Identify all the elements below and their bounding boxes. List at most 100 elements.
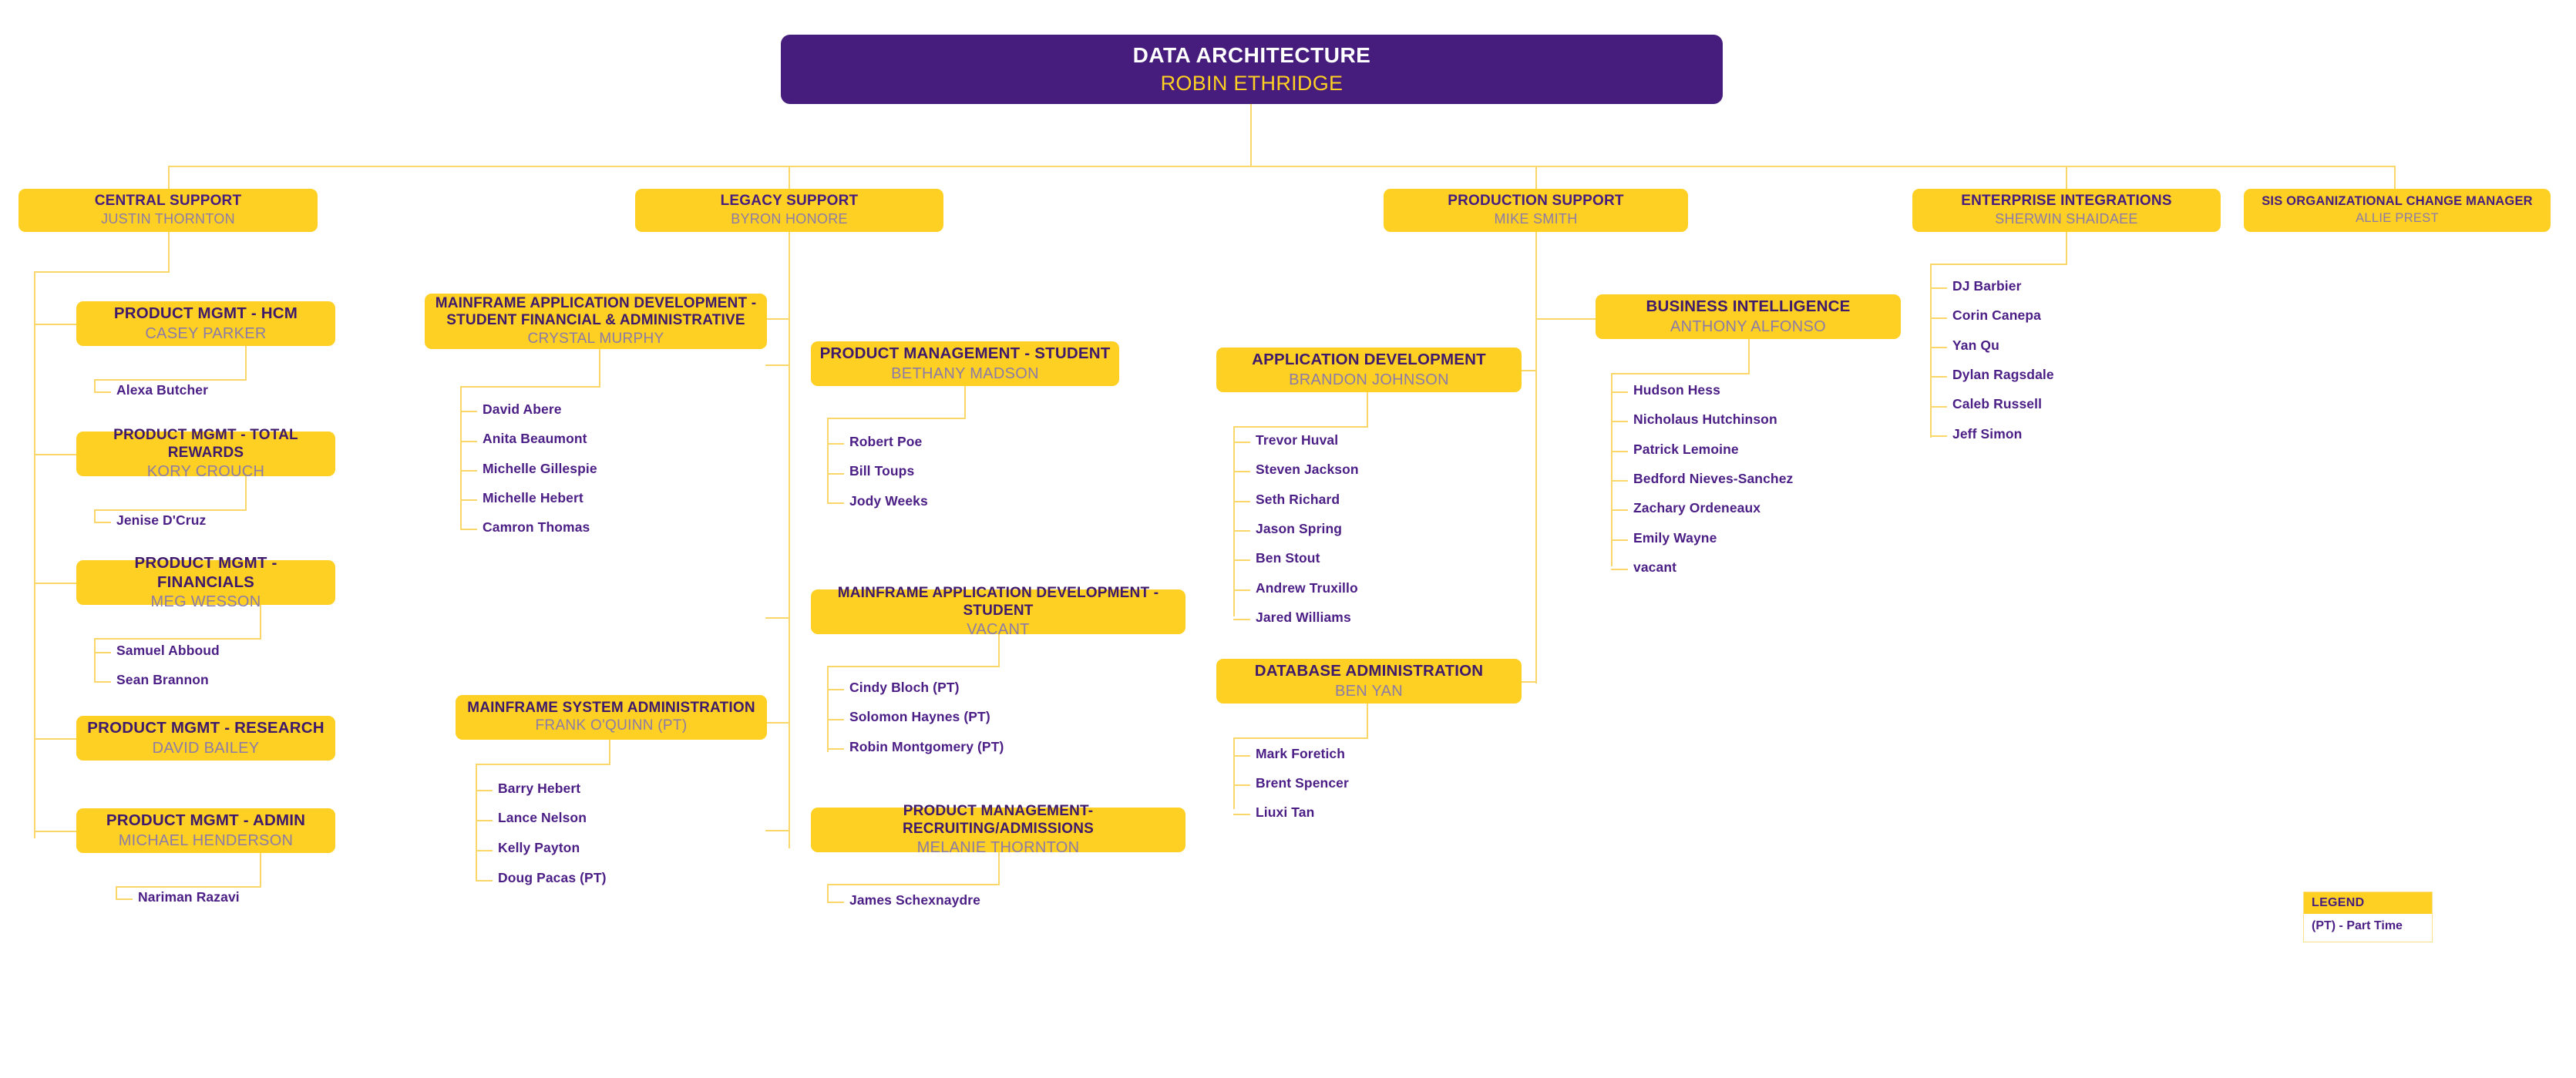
leaf-jared-williams: Jared Williams (1256, 610, 1351, 625)
leaf-dylan-ragsdale: Dylan Ragsdale (1952, 367, 2054, 382)
legend-heading: LEGEND (2304, 892, 2432, 914)
connector-pms-spine (827, 418, 829, 504)
connector-financials-elbow (94, 638, 261, 640)
leaf-yan-qu: Yan Qu (1952, 338, 1999, 353)
leaf-ben-stout: Ben Stout (1256, 550, 1320, 566)
leaf-brent-spencer: Brent Spencer (1256, 775, 1349, 791)
connector-financials-leaf-1 (94, 681, 111, 683)
connector-mfsysadmin-leaf-3 (476, 880, 493, 882)
leaf-samuel-abboud: Samuel Abboud (116, 643, 220, 658)
leaf-lance-nelson: Lance Nelson (498, 810, 587, 825)
node-unit-product-mgmt-total-rewards[interactable]: PRODUCT MGMT - TOTAL REWARDS KORY CROUCH (76, 427, 335, 480)
leaf-hudson-hess: Hudson Hess (1633, 382, 1720, 398)
leaf-james-schexnaydre: James Schexnaydre (849, 892, 981, 908)
connector-mfadsfa-leaf-2 (460, 470, 477, 472)
unit-title: PRODUCT MANAGEMENT - STUDENT (819, 344, 1111, 363)
leaf-caleb-russell: Caleb Russell (1952, 396, 2043, 411)
node-dept-legacy-support[interactable]: LEGACY SUPPORT BYRON HONORE (635, 189, 943, 232)
unit-title: DATABASE ADMINISTRATION (1254, 662, 1484, 680)
connector-pmra-stem (998, 852, 1000, 885)
leaf-emily-wayne: Emily Wayne (1633, 530, 1717, 546)
node-unit-mainframe-app-dev-student-fin-admin[interactable]: MAINFRAME APPLICATION DEVELOPMENT - STUD… (425, 294, 767, 349)
unit-person: VACANT (967, 620, 1030, 638)
node-unit-business-intelligence[interactable]: BUSINESS INTELLIGENCE ANTHONY ALFONSO (1596, 294, 1901, 339)
connector-hcm-leaf-0 (94, 391, 111, 393)
leaf-andrew-truxillo: Andrew Truxillo (1256, 580, 1358, 596)
connector-dba-stem (1367, 704, 1368, 738)
leaf-trevor-huval: Trevor Huval (1256, 432, 1339, 448)
leaf-sean-brannon: Sean Brannon (116, 672, 209, 687)
connector-appdev-leaf-1 (1233, 471, 1250, 472)
node-dept-central-support[interactable]: CENTRAL SUPPORT JUSTIN THORNTON (18, 189, 318, 232)
unit-title: MAINFRAME SYSTEM ADMINISTRATION (467, 699, 755, 716)
connector-pmra-elbow (827, 884, 1000, 885)
node-unit-product-mgmt-hcm[interactable]: PRODUCT MGMT - HCM CASEY PARKER (76, 301, 335, 346)
leaf-michelle-hebert: Michelle Hebert (483, 490, 583, 505)
connector-mfads-leaf-2 (827, 748, 844, 750)
node-dept-enterprise-integrations[interactable]: ENTERPRISE INTEGRATIONS SHERWIN SHAIDAEE (1912, 189, 2221, 232)
connector-ei-leaf-2 (1930, 347, 1947, 348)
connector-hcm-stem (245, 346, 247, 380)
leaf-camron-thomas: Camron Thomas (483, 519, 590, 535)
connector-production-stub-appdev (1512, 370, 1537, 371)
leaf-bedford-nieves-sanchez: Bedford Nieves-Sanchez (1633, 471, 1794, 486)
node-unit-product-management-student[interactable]: PRODUCT MANAGEMENT - STUDENT BETHANY MAD… (811, 341, 1119, 386)
unit-title: PRODUCT MGMT - ADMIN (106, 811, 306, 830)
connector-ei-leaf-4 (1930, 406, 1947, 408)
connector-pms-stem (964, 386, 966, 418)
connector-appdev-leaf-6 (1233, 619, 1250, 620)
connector-central-support-elbow (34, 271, 170, 273)
unit-person: MICHAEL HENDERSON (118, 831, 294, 849)
node-unit-application-development[interactable]: APPLICATION DEVELOPMENT BRANDON JOHNSON (1216, 348, 1522, 392)
connector-drop-production-support (1535, 166, 1537, 191)
dept-title: PRODUCTION SUPPORT (1448, 193, 1624, 209)
unit-title: PRODUCT MGMT - HCM (113, 304, 298, 323)
node-root-data-architecture[interactable]: DATA ARCHITECTURE ROBIN ETHRIDGE (781, 35, 1723, 104)
dept-person: ALLIE PREST (2356, 210, 2439, 225)
leaf-solomon-haynes: Solomon Haynes (PT) (849, 709, 990, 724)
node-unit-mainframe-system-administration[interactable]: MAINFRAME SYSTEM ADMINISTRATION FRANK O'… (456, 695, 767, 740)
connector-central-support-spine (34, 271, 35, 838)
connector-mfsysadmin-leaf-2 (476, 850, 493, 851)
leaf-seth-richard: Seth Richard (1256, 492, 1340, 507)
connector-admin-elbow (116, 886, 261, 888)
connector-dba-leaf-0 (1233, 755, 1250, 757)
unit-person: CASEY PARKER (145, 324, 267, 342)
connector-hcm-spine (94, 379, 96, 392)
node-unit-product-mgmt-research[interactable]: PRODUCT MGMT - RESEARCH DAVID BAILEY (76, 716, 335, 761)
connector-ei-elbow (1930, 264, 2067, 265)
connector-dba-elbow (1233, 737, 1368, 739)
leaf-jenise-dcruz: Jenise D'Cruz (116, 512, 207, 528)
connector-ei-stem (2066, 232, 2067, 264)
unit-title: PRODUCT MGMT - FINANCIALS (134, 554, 277, 591)
connector-appdev-leaf-0 (1233, 442, 1250, 443)
node-unit-product-management-recruiting[interactable]: PRODUCT MANAGEMENT- RECRUITING/ADMISSION… (811, 803, 1185, 856)
node-unit-database-administration[interactable]: DATABASE ADMINISTRATION BEN YAN (1216, 659, 1522, 704)
connector-bi-leaf-6 (1611, 569, 1628, 570)
connector-pms-elbow (827, 418, 966, 419)
connector-bi-leaf-5 (1611, 539, 1628, 541)
unit-person: CRYSTAL MURPHY (527, 330, 664, 347)
connector-stub-hcm (34, 324, 77, 325)
node-unit-product-mgmt-financials[interactable]: PRODUCT MGMT - FINANCIALS MEG WESSON (76, 554, 335, 610)
node-dept-sis-change-manager[interactable]: SIS ORGANIZATIONAL CHANGE MANAGER ALLIE … (2244, 189, 2551, 232)
node-dept-production-support[interactable]: PRODUCTION SUPPORT MIKE SMITH (1384, 189, 1688, 232)
dept-person: MIKE SMITH (1494, 211, 1578, 227)
connector-mfadsfa-leaf-1 (460, 441, 477, 442)
legend-item-part-time: (PT) - Part Time (2312, 919, 2403, 932)
connector-legacy-stub-4 (765, 830, 790, 831)
unit-title: BUSINESS INTELLIGENCE (1646, 297, 1851, 316)
connector-mfadsfa-spine (460, 386, 462, 530)
root-person: ROBIN ETHRIDGE (1160, 72, 1343, 96)
connector-mfads-leaf-0 (827, 689, 844, 690)
connector-mfadsfa-elbow (460, 386, 600, 388)
node-unit-mainframe-app-dev-student[interactable]: MAINFRAME APPLICATION DEVELOPMENT - STUD… (811, 585, 1185, 638)
connector-ei-leaf-5 (1930, 435, 1947, 437)
connector-appdev-elbow (1233, 426, 1368, 428)
connector-total-rewards-elbow (94, 509, 247, 511)
leaf-michelle-gillespie: Michelle Gillespie (483, 461, 597, 476)
node-unit-product-mgmt-admin[interactable]: PRODUCT MGMT - ADMIN MICHAEL HENDERSON (76, 808, 335, 853)
leaf-david-abere: David Abere (483, 401, 562, 417)
connector-bi-spine (1611, 373, 1613, 566)
connector-admin-leaf-0 (116, 898, 133, 900)
